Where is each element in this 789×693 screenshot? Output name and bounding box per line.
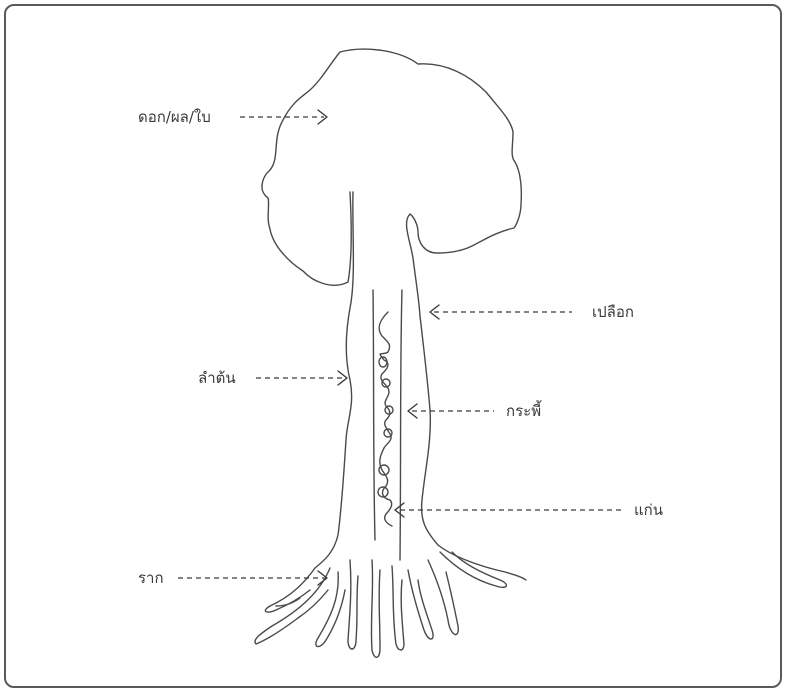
sapwood-line-left (373, 290, 375, 540)
label-bark: เปลือก (592, 303, 634, 321)
sapwood-line-right (400, 290, 402, 560)
roots (255, 552, 506, 657)
label-crown: ดอก/ผล/ใบ (138, 108, 211, 126)
heartwood-squiggle (379, 312, 392, 526)
label-root: ราก (138, 569, 164, 587)
tree-crown-outline (262, 49, 521, 316)
label-trunk: ลำต้น (198, 369, 236, 387)
label-heartwood: แก่น (634, 501, 663, 519)
label-sapwood: กระพี้ (506, 400, 542, 420)
trunk-outline-right (420, 316, 526, 580)
trunk-outline-left (315, 192, 353, 568)
